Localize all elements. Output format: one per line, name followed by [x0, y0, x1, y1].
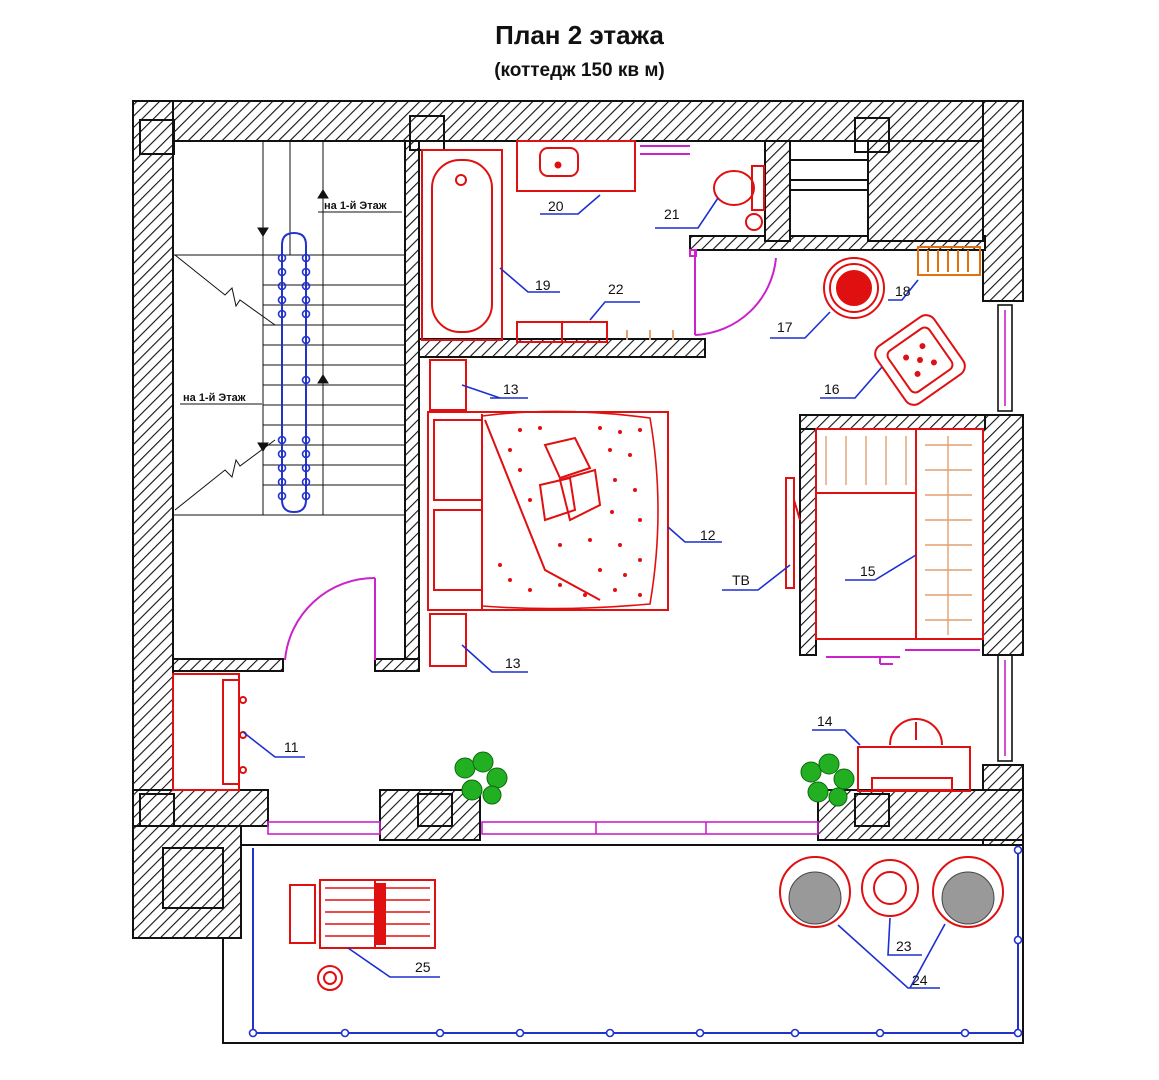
wall-niche-right	[867, 140, 984, 242]
label-13-bottom: 13	[505, 655, 521, 671]
wall-bottom-left	[132, 789, 269, 827]
wall-right-upper	[982, 100, 1024, 302]
wall-left	[132, 100, 174, 827]
label-23: 23	[896, 938, 912, 954]
stair-handrail	[277, 231, 311, 514]
wall-pillar-bottom-left	[132, 825, 242, 939]
balcony-set	[779, 856, 1004, 928]
wall-closet-top	[799, 414, 986, 430]
balcony	[222, 844, 1024, 1044]
radiator	[917, 246, 981, 276]
plan-subtitle: (коттедж 150 кв м)	[494, 60, 665, 81]
label-20: 20	[548, 198, 564, 214]
bed-cushions	[538, 436, 602, 522]
label-tv: ТВ	[732, 572, 750, 588]
wall-right-middle	[982, 414, 1024, 656]
label-17: 17	[777, 319, 793, 335]
windows	[267, 304, 1013, 835]
round-table	[823, 257, 885, 319]
leader-lines	[242, 194, 946, 989]
wall-stair-bottom-b	[374, 658, 420, 672]
walls	[132, 100, 1024, 939]
label-24: 24	[912, 972, 928, 988]
stair-treads	[263, 141, 405, 486]
label-18: 18	[895, 283, 911, 299]
label-16: 16	[824, 381, 840, 397]
label-15: 15	[860, 563, 876, 579]
door-stair	[284, 576, 376, 661]
label-11: 11	[284, 739, 299, 755]
label-12: 12	[700, 527, 716, 543]
wall-stair-bottom-a	[172, 658, 284, 672]
furniture	[172, 140, 1004, 991]
wall-bottom-middle	[379, 789, 481, 841]
label-19: 19	[535, 277, 551, 293]
door-bathroom	[689, 249, 777, 336]
label-21: 21	[664, 206, 680, 222]
dresser	[172, 673, 247, 791]
wall-stair-partition	[404, 140, 420, 672]
wall-bottom-right	[817, 789, 1024, 841]
bath-cabinet	[516, 321, 674, 343]
wall-blocks	[139, 115, 890, 909]
staircase	[173, 141, 405, 516]
doors	[284, 145, 980, 665]
plant-left	[454, 751, 508, 805]
label-22: 22	[608, 281, 624, 297]
plant-right	[800, 753, 855, 807]
label-13-top: 13	[503, 381, 519, 397]
bed-dots	[498, 426, 642, 597]
label-14: 14	[817, 713, 833, 729]
vanity	[857, 718, 971, 792]
armchair	[874, 314, 966, 406]
sink-counter	[516, 140, 636, 192]
labels: 11 12 13 13 14 15 16 17 18 19 20 21 22 2…	[284, 198, 928, 988]
door-closet	[826, 649, 980, 665]
plan-title: План 2 этажа	[495, 20, 664, 50]
bathtub	[421, 149, 503, 341]
wardrobe	[815, 428, 984, 640]
toilet	[713, 165, 765, 231]
wall-wc-partition	[764, 140, 791, 242]
stair-label-bottom: на 1-й Этаж	[183, 392, 246, 404]
nightstand-top	[429, 359, 467, 411]
nightstand-bottom	[429, 613, 467, 667]
sun-lounger	[289, 879, 436, 991]
tv-stand	[785, 477, 801, 589]
wall-top	[132, 100, 1024, 142]
label-25: 25	[415, 959, 431, 975]
stair-label-top: на 1-й Этаж	[324, 200, 387, 212]
bed	[427, 410, 669, 611]
wall-closet-left	[799, 414, 817, 656]
